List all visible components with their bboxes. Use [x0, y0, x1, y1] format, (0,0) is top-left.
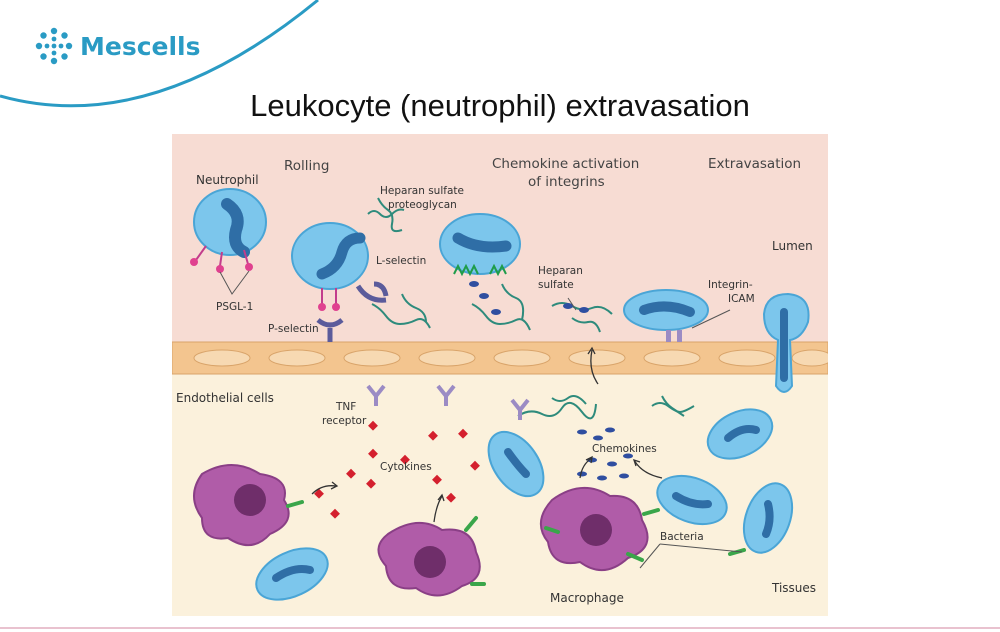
brand-logo: Mescells — [34, 26, 201, 66]
heparan-proteoglycan-label-line1: Heparan sulfate — [380, 185, 464, 197]
chemokines-label: Chemokines — [592, 443, 657, 455]
endothelial-cells-label: Endothelial cells — [176, 391, 274, 405]
p-selectin-label: P-selectin — [268, 323, 319, 335]
macrophage-cells — [193, 464, 649, 597]
activated-neutrophil — [439, 213, 521, 277]
neutrophil-label: Neutrophil — [196, 173, 259, 187]
integrin-icam-label-line2: ICAM — [728, 293, 755, 305]
macrophage-label: Macrophage — [550, 591, 624, 605]
slide-title: Leukocyte (neutrophil) extravasation — [250, 88, 750, 123]
brand-name: Mescells — [80, 31, 201, 61]
heparan-sulfate-label-line2: sulfate — [538, 279, 574, 291]
lumen-label: Lumen — [772, 239, 813, 253]
psgl1-label: PSGL-1 — [216, 301, 253, 313]
tnf-label-line1: TNF — [335, 401, 356, 413]
stage-chemokine-label: Chemokine activation — [492, 156, 639, 172]
proteoglycan-strands — [367, 197, 695, 420]
cytokines-label: Cytokines — [380, 461, 432, 473]
stage-rolling-label: Rolling — [284, 158, 329, 174]
chemokine-dots — [469, 281, 633, 481]
heparan-proteoglycan-label-line2: proteoglycan — [388, 199, 457, 211]
arrested-neutrophil — [623, 289, 709, 342]
footer-divider — [0, 627, 1000, 629]
stage-extravasation-label: Extravasation — [708, 156, 801, 172]
bacteria-label: Bacteria — [660, 531, 704, 543]
migration-arrows — [311, 346, 663, 523]
tissues-label: Tissues — [771, 581, 816, 595]
extravasation-diagram: Rolling Chemokine activation of integrin… — [172, 134, 828, 616]
rolling-neutrophil — [291, 222, 389, 342]
label-leader-lines — [567, 297, 743, 569]
neutrophil-cell — [190, 188, 267, 295]
mescells-logo-icon — [35, 27, 73, 65]
integrin-icam-label-line1: Integrin- — [708, 279, 753, 291]
header-swoosh — [0, 0, 319, 108]
transmigrating-neutrophil — [762, 292, 810, 393]
tnf-label-line2: receptor — [322, 415, 367, 427]
tnf-receptors — [366, 384, 530, 420]
l-selectin-label: L-selectin — [376, 255, 426, 267]
tissue-neutrophils — [255, 408, 794, 601]
bacteria — [286, 500, 746, 586]
endothelial-layer — [172, 341, 828, 375]
stage-integrins-label: of integrins — [528, 174, 605, 190]
heparan-sulfate-label-line1: Heparan — [538, 265, 583, 277]
